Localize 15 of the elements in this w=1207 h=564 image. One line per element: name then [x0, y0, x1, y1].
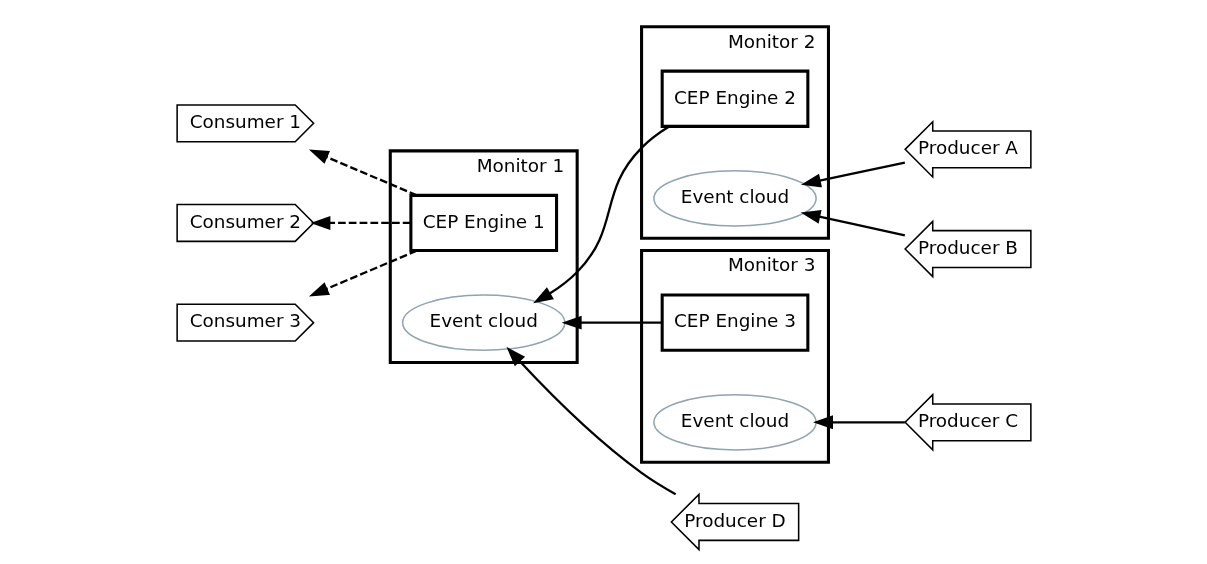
node-box: CEP Engine 1: [408, 193, 558, 253]
arrow: [308, 249, 417, 297]
node-box: CEP Engine 2: [660, 69, 809, 128]
arrow: [532, 125, 670, 304]
node-ellipse: Event cloud: [652, 170, 817, 227]
arrow: [561, 315, 662, 330]
node-ellipse: Event cloud: [652, 393, 817, 451]
arrow: [800, 210, 905, 237]
node-ellipse: Event cloud: [401, 294, 566, 351]
node-box: CEP Engine 3: [660, 293, 809, 352]
arrow: [309, 215, 410, 230]
arrow: [800, 161, 905, 188]
arrow: [812, 415, 905, 430]
arrow: [505, 346, 676, 496]
arrow: [308, 149, 417, 197]
